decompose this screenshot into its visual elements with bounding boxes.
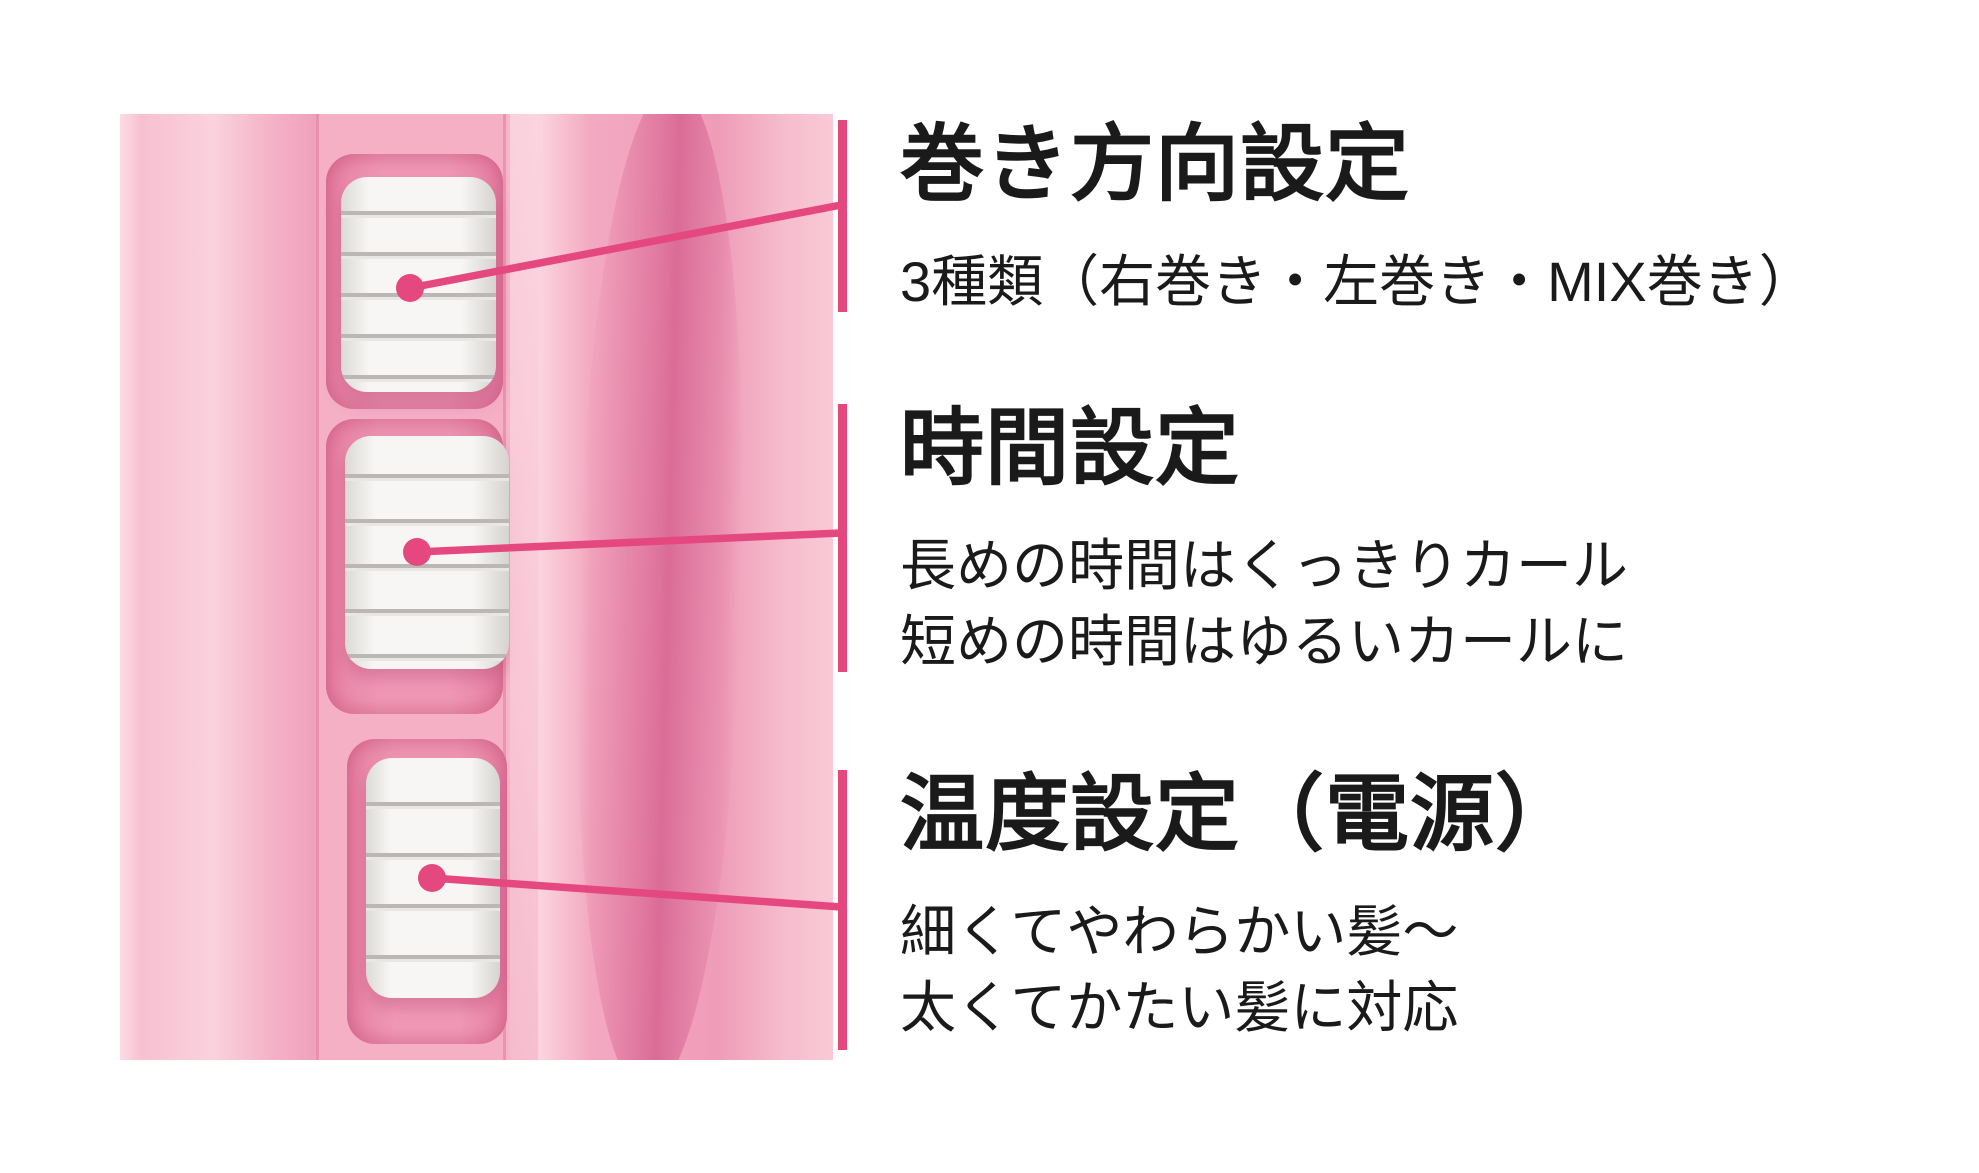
- curl-direction-dial: [341, 177, 496, 392]
- dial-recess-curl-direction: [326, 154, 503, 409]
- dial-recess-time: [326, 419, 509, 714]
- callout-line: 3種類（右巻き・左巻き・MIX巻き）: [900, 250, 1815, 314]
- callout-text: 時間設定 長めの時間はくっきりカール 短めの時間はゆるいカールに: [900, 404, 1958, 681]
- highlight-stripe: [510, 114, 538, 1060]
- product-photo: [120, 114, 833, 1060]
- callout-accent-bar: [838, 120, 847, 312]
- callout-line: 短めの時間はゆるいカールに: [900, 610, 1628, 674]
- callout-text: 温度設定（電源） 細くてやわらかい髪〜 太くてかたい髪に対応: [900, 770, 1958, 1047]
- barrel-shadow-band: [566, 114, 754, 1060]
- callout-title: 温度設定（電源）: [900, 767, 1581, 861]
- callout-temperature: 温度設定（電源） 細くてやわらかい髪〜 太くてかたい髪に対応: [838, 770, 1958, 1050]
- callout-curl-direction: 巻き方向設定 3種類（右巻き・左巻き・MIX巻き）: [838, 120, 1958, 313]
- callout-line: 太くてかたい髪に対応: [900, 976, 1459, 1040]
- callout-text: 巻き方向設定 3種類（右巻き・左巻き・MIX巻き）: [900, 120, 1958, 320]
- callout-line: 長めの時間はくっきりカール: [900, 534, 1628, 598]
- dial-recess-temperature: [347, 739, 507, 1044]
- callout-time: 時間設定 長めの時間はくっきりカール 短めの時間はゆるいカールに: [838, 404, 1958, 673]
- dial-channel: [316, 114, 509, 1060]
- time-dial: [345, 436, 509, 669]
- dial-grooves: [341, 177, 496, 392]
- callout-title: 巻き方向設定: [900, 117, 1411, 211]
- callout-accent-bar: [838, 770, 847, 1050]
- callout-accent-bar: [838, 404, 847, 672]
- dial-grooves: [366, 758, 500, 998]
- callout-line: 細くてやわらかい髪〜: [900, 900, 1459, 964]
- dial-grooves: [345, 436, 509, 669]
- temperature-power-dial: [366, 758, 500, 998]
- callout-title: 時間設定: [900, 401, 1241, 495]
